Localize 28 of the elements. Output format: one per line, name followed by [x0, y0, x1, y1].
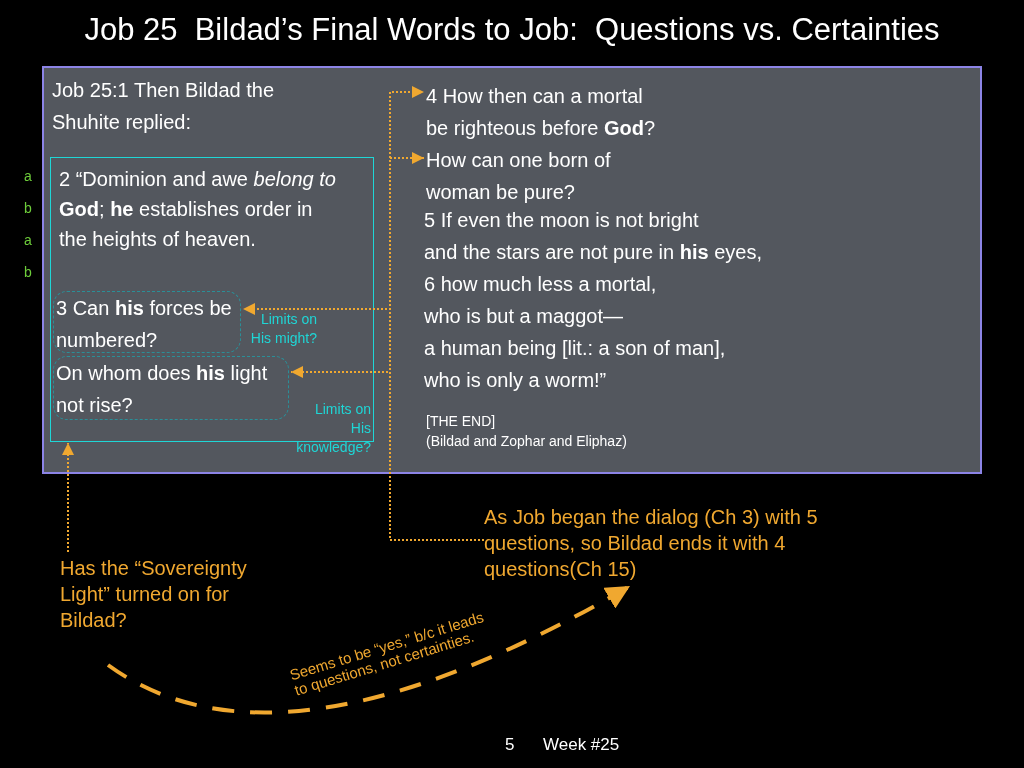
heading-text: Job 25:1 Then Bildad the Shuhite replied:: [52, 78, 276, 135]
slide-title: Job 25 Bildad’s Final Words to Job: Questions vs. Certainties: [83, 12, 941, 48]
week-label: Week #25: [543, 735, 620, 755]
curved-arrow: [106, 584, 631, 715]
verse-line: and the stars are not pure in his eyes,: [424, 240, 762, 265]
page-number: 5: [505, 735, 515, 755]
verse-line: who is only a worm!”: [424, 368, 607, 393]
end-note: (Bildad and Zophar and Eliphaz): [426, 432, 627, 451]
question-bubble: On whom does his light not rise?: [53, 356, 289, 420]
verse-line: 6 how much less a mortal,: [424, 272, 657, 297]
verse-line: a human being [lit.: a son of man],: [424, 336, 726, 361]
side-note: Limits on His knowledge?: [295, 400, 371, 457]
end-note: [THE END]: [426, 412, 496, 431]
side-note: Limits on His might?: [249, 310, 317, 348]
stanza-letter: b: [24, 263, 32, 282]
stanza-letter: b: [24, 199, 32, 218]
stanza-letter: a: [24, 167, 32, 186]
verse-text: 2 “Dominion and awe belong to God; he establishes order in the heights of heaven.: [59, 167, 337, 252]
question-bubble: 3 Can his forces be numbered?: [53, 291, 241, 353]
verse-text: How can one born of woman be pure?: [426, 144, 676, 208]
verse-line: who is but a maggot—: [424, 304, 623, 329]
note-text: Has the “Sovereignty Light” turned on for Bildad?: [60, 555, 260, 665]
verse-line: 5 If even the moon is not bright: [424, 208, 699, 233]
verse-text: 4 How then can a mortal be righteous before God?: [426, 80, 656, 144]
verse-panel: [42, 66, 982, 474]
dotted-arrow: [62, 442, 74, 553]
note-text: As Job began the dialog (Ch 3) with 5 questions, so Bildad ends it with 4 questions(Ch 15): [484, 504, 884, 584]
stanza-letter: a: [24, 231, 32, 250]
